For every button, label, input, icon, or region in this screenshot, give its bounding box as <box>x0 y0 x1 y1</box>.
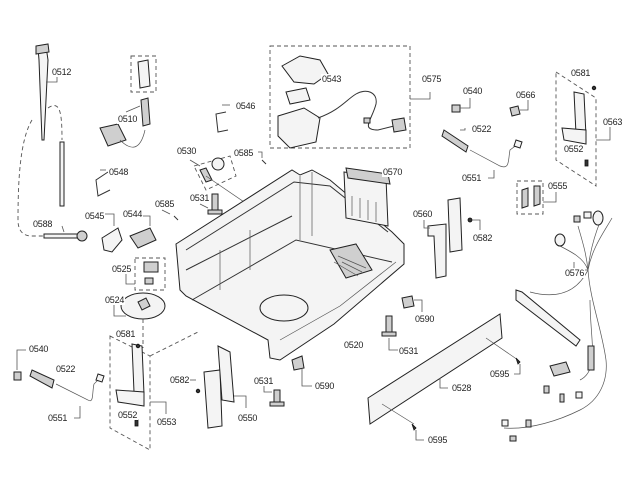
part-0531-screw-right <box>381 315 398 351</box>
label-0595-right[interactable]: 0595 <box>489 369 511 379</box>
label-0560[interactable]: 0560 <box>412 209 434 219</box>
part-0540-clip-top <box>451 104 461 113</box>
part-0563-hinge-assembly <box>555 71 611 187</box>
label-0510[interactable]: 0510 <box>117 114 139 124</box>
part-0553-hinge-assembly <box>109 331 199 451</box>
group-outline-0588 <box>17 119 48 237</box>
label-0590-right[interactable]: 0590 <box>414 314 436 324</box>
part-0522-float-switch-top <box>441 128 523 179</box>
part-0585-screw-left <box>173 215 179 221</box>
label-0531-right[interactable]: 0531 <box>398 346 420 356</box>
label-0546[interactable]: 0546 <box>235 101 257 111</box>
label-0524[interactable]: 0524 <box>104 295 126 305</box>
label-0525[interactable]: 0525 <box>111 264 133 274</box>
part-0525-switch <box>125 257 166 291</box>
part-0576-wire-harness <box>501 210 613 442</box>
label-0522-top[interactable]: 0522 <box>471 124 493 134</box>
part-0590-clip-lower <box>291 355 305 371</box>
label-0551-top[interactable]: 0551 <box>461 173 483 183</box>
label-0582-right[interactable]: 0582 <box>472 233 494 243</box>
part-0528-kick-panel <box>367 313 521 441</box>
label-0555[interactable]: 0555 <box>547 181 569 191</box>
part-0575-pump-assembly <box>269 45 431 149</box>
label-0544[interactable]: 0544 <box>122 209 144 219</box>
label-0528[interactable]: 0528 <box>451 383 473 393</box>
part-0544-motor <box>129 227 157 249</box>
label-0581-top[interactable]: 0581 <box>570 68 592 78</box>
part-0560-bracket-right <box>423 197 481 279</box>
label-0551-lower[interactable]: 0551 <box>47 413 69 423</box>
label-0531-upper[interactable]: 0531 <box>189 193 211 203</box>
label-0550[interactable]: 0550 <box>237 413 259 423</box>
label-0545[interactable]: 0545 <box>84 211 106 221</box>
label-0581-lower[interactable]: 0581 <box>115 329 137 339</box>
part-0550-bracket-lower <box>190 345 247 429</box>
part-0555-clips <box>516 180 557 215</box>
part-0522-float-switch-bottom <box>13 349 105 419</box>
part-0546-clip <box>215 104 230 133</box>
label-0563[interactable]: 0563 <box>602 117 624 127</box>
label-0585-left[interactable]: 0585 <box>154 199 176 209</box>
part-0570-control-module <box>343 167 393 227</box>
label-0576[interactable]: 0576 <box>564 268 586 278</box>
part-0590-clip-right <box>401 295 415 309</box>
label-0520[interactable]: 0520 <box>343 340 365 350</box>
part-0510-valve <box>99 55 157 148</box>
label-0552-top[interactable]: 0552 <box>563 144 585 154</box>
part-0531-screw-upper <box>199 193 223 215</box>
label-0595-lower[interactable]: 0595 <box>427 435 449 445</box>
label-0588[interactable]: 0588 <box>32 219 54 229</box>
label-0512[interactable]: 0512 <box>51 67 73 77</box>
label-0582-lower[interactable]: 0582 <box>169 375 191 385</box>
part-0545-hinge-lever <box>101 227 123 253</box>
part-0585-screw-upper <box>261 159 267 165</box>
label-0543[interactable]: 0543 <box>321 74 343 84</box>
part-0512-float-rod <box>35 43 65 207</box>
label-0590-lower[interactable]: 0590 <box>314 381 336 391</box>
part-0548-bracket <box>95 171 111 197</box>
label-0585-upper[interactable]: 0585 <box>233 148 255 158</box>
label-0548[interactable]: 0548 <box>108 167 130 177</box>
label-0575[interactable]: 0575 <box>421 74 443 84</box>
label-0566[interactable]: 0566 <box>515 90 537 100</box>
label-0570[interactable]: 0570 <box>382 167 404 177</box>
label-0531-lower[interactable]: 0531 <box>253 376 275 386</box>
part-0566-sensor <box>509 105 521 117</box>
label-0540-top[interactable]: 0540 <box>462 86 484 96</box>
label-0552-lower[interactable]: 0552 <box>117 410 139 420</box>
part-0531-screw-lower <box>263 384 285 407</box>
label-0530[interactable]: 0530 <box>176 146 198 156</box>
label-0522-lower[interactable]: 0522 <box>55 364 77 374</box>
part-0588-pin <box>43 225 88 242</box>
label-0540-lower[interactable]: 0540 <box>28 344 50 354</box>
part-0524-disc <box>113 292 166 348</box>
label-0553[interactable]: 0553 <box>156 417 178 427</box>
